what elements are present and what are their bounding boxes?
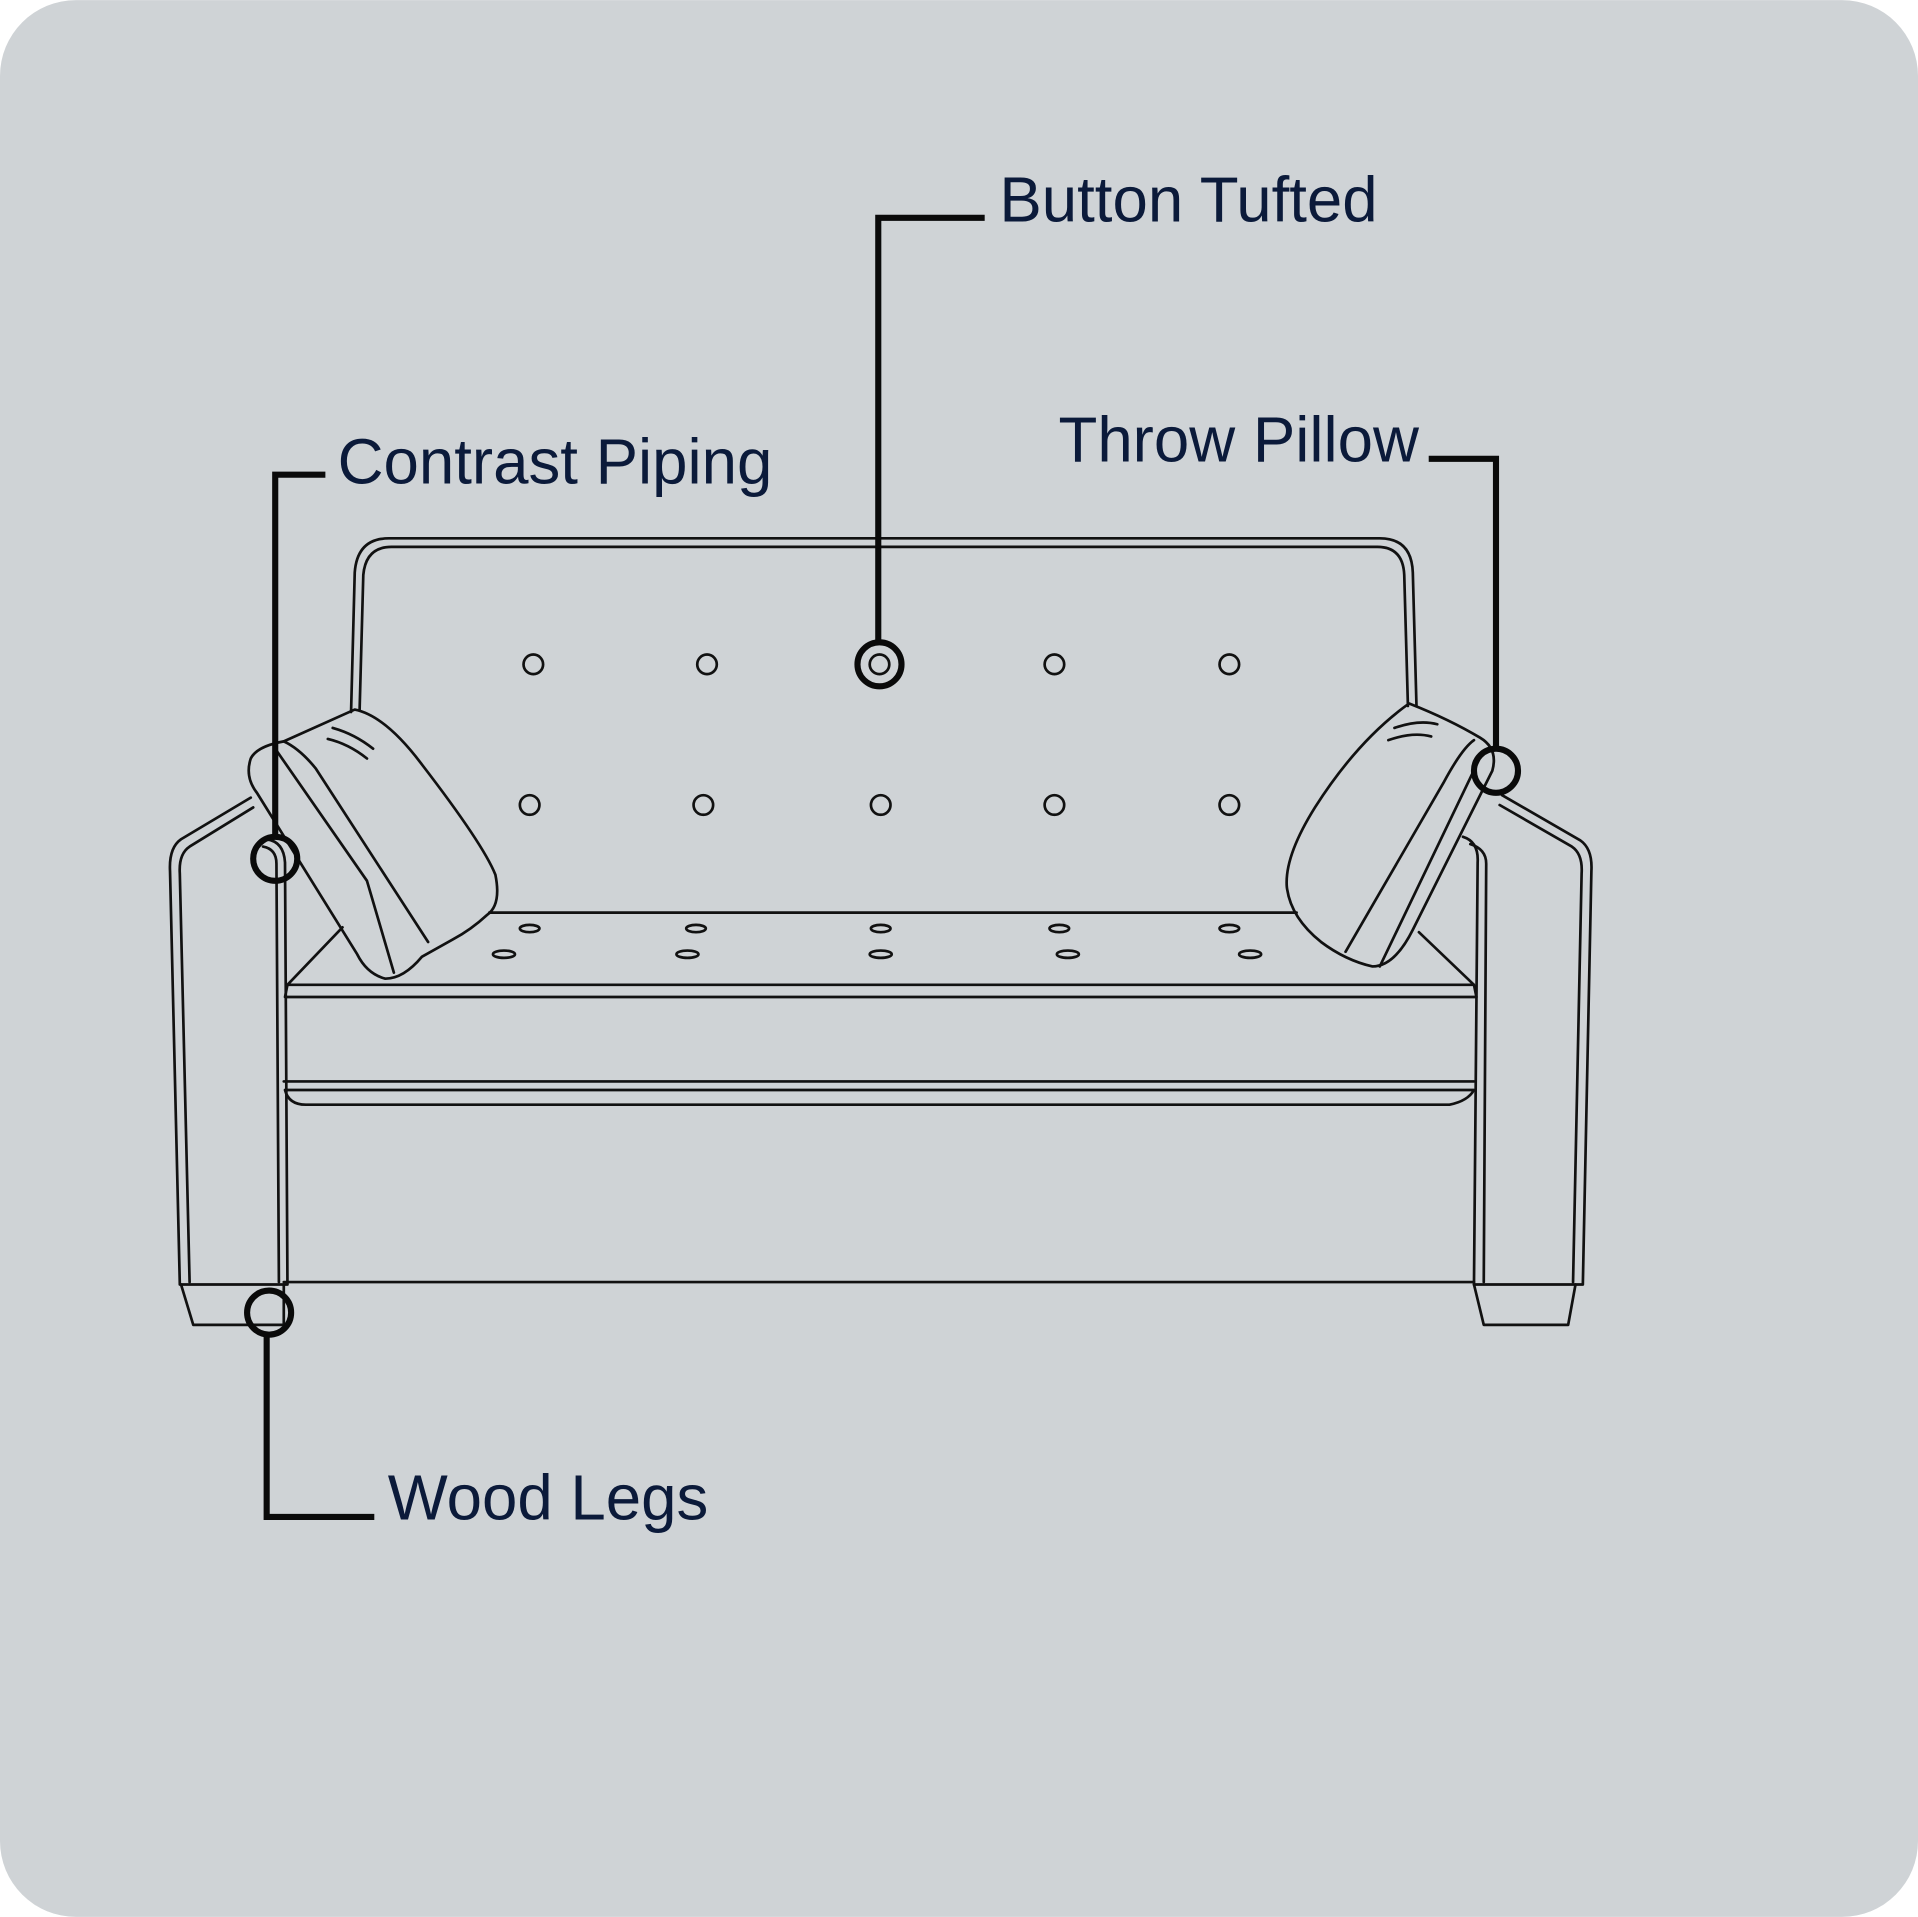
label-contrast-piping: Contrast Piping: [338, 426, 773, 497]
left-pillow-piping: [273, 726, 430, 974]
front-panel: [282, 1080, 1476, 1284]
backrest-piping: [358, 545, 1410, 711]
right-wood-leg: [1472, 1283, 1577, 1327]
callout-marker: [250, 833, 301, 884]
sofa-illustration: [168, 536, 1593, 1327]
label-button-tufted: Button Tufted: [999, 165, 1377, 236]
back-buttons: [518, 653, 1241, 817]
sofa-backrest: [349, 536, 1418, 714]
label-wood-legs: Wood Legs: [388, 1462, 709, 1533]
callout-button-tufted: Button Tufted: [854, 165, 1378, 690]
callout-contrast-piping: Contrast Piping: [250, 426, 773, 884]
label-throw-pillow: Throw Pillow: [1058, 404, 1420, 475]
leader-line: [263, 1334, 375, 1520]
right-pillow-piping: [1344, 721, 1484, 968]
callout-wood-legs: Wood Legs: [244, 1287, 709, 1533]
callout-throw-pillow: Throw Pillow: [1058, 404, 1522, 796]
callout-marker: [1470, 745, 1522, 796]
left-arm-piping: [178, 806, 281, 1284]
left-throw-pillow: [247, 708, 499, 981]
callout-marker: [854, 639, 905, 690]
leader-line: [1428, 455, 1500, 749]
leader-line: [272, 471, 326, 837]
leader-line: [875, 214, 985, 643]
seat-buttons: [491, 923, 1263, 960]
left-wood-leg: [179, 1283, 286, 1327]
right-arm-piping: [1468, 803, 1584, 1284]
right-throw-pillow: [1285, 702, 1496, 968]
right-arm: [1461, 793, 1593, 1286]
